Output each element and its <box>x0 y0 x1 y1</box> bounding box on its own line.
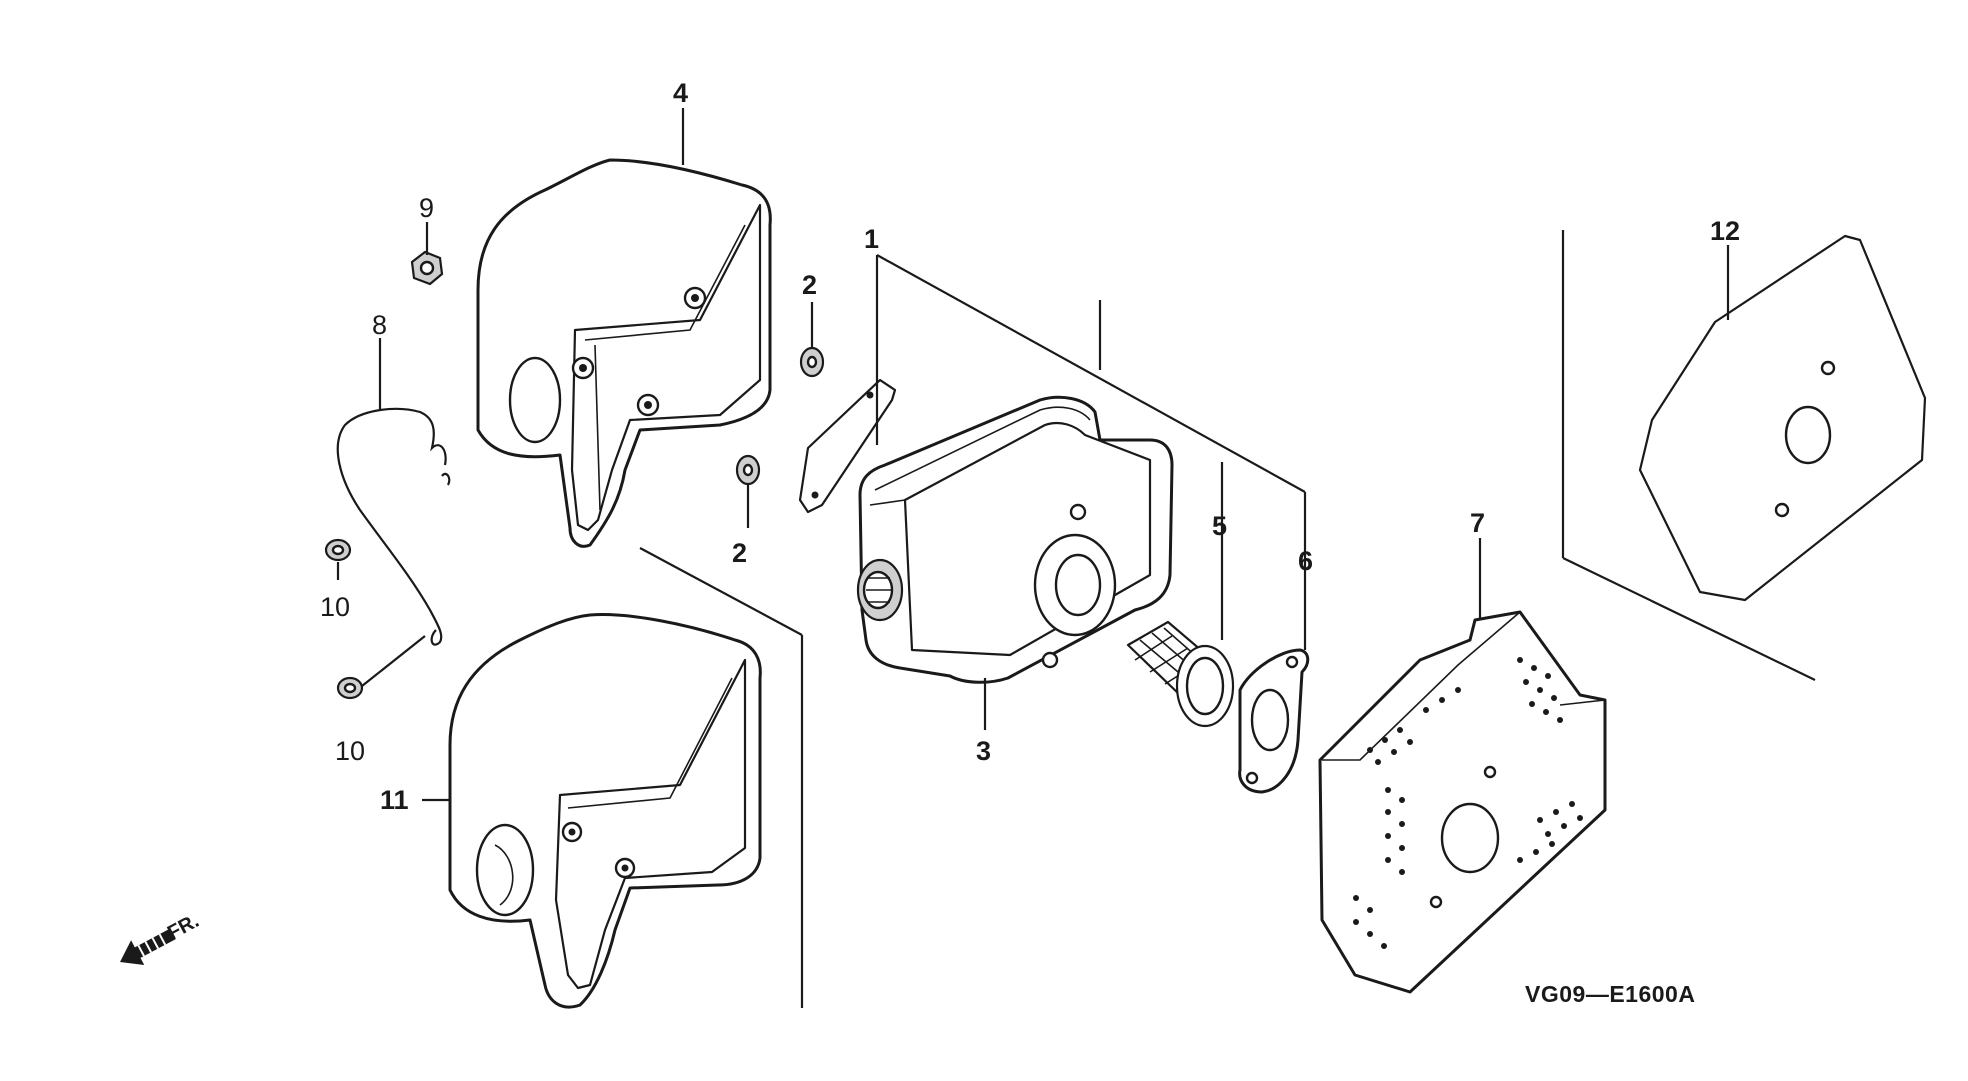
callout-9: 9 <box>419 193 434 223</box>
part-9-nut <box>410 250 444 286</box>
callout-1: 1 <box>864 224 879 254</box>
part-7-perforated-shield <box>1318 610 1607 994</box>
part-5-filter-element <box>1126 620 1235 728</box>
part-4-air-cleaner-cover <box>476 158 772 548</box>
callout-10-upper: 10 <box>320 592 350 622</box>
part-10-washer-upper <box>324 538 352 562</box>
callout-11: 11 <box>380 785 409 815</box>
callout-6: 6 <box>1298 546 1313 576</box>
callout-5: 5 <box>1212 511 1227 541</box>
callout-10-lower: 10 <box>335 736 365 766</box>
callout-2-upper: 2 <box>802 270 817 300</box>
front-direction-arrow-icon <box>120 928 176 965</box>
leader-lines <box>336 108 1816 1008</box>
part-10-washer-lower <box>336 676 364 700</box>
callout-8: 8 <box>372 310 387 340</box>
part-3-air-cleaner-case <box>856 395 1174 684</box>
callout-2-lower: 2 <box>732 538 747 568</box>
part-12-plate <box>1638 234 1927 602</box>
part-11-air-cleaner-cover-alt <box>448 613 762 1009</box>
part-1-gasket-plate <box>798 378 897 514</box>
part-6-gasket <box>1238 648 1310 794</box>
callout-7: 7 <box>1470 508 1485 538</box>
diagram-code: VG09—E1600A <box>1525 981 1695 1007</box>
callout-3: 3 <box>976 736 991 766</box>
part-8-wire-clip <box>336 407 451 646</box>
callout-12: 12 <box>1710 216 1740 246</box>
part-2-washer-lower <box>735 454 761 486</box>
part-2-washer-upper <box>799 346 825 378</box>
callout-4: 4 <box>673 78 688 108</box>
